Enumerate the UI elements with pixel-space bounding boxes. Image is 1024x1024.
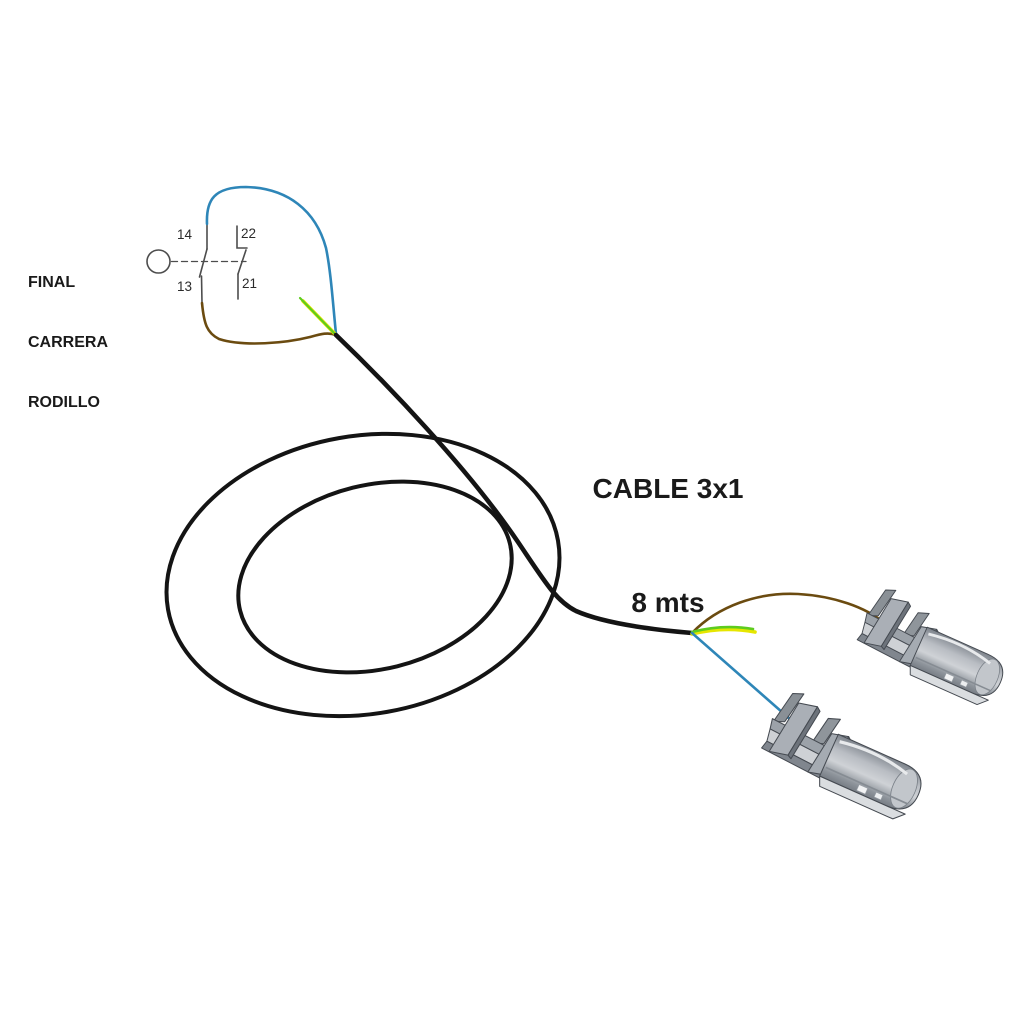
cable-sheath-run	[333, 332, 695, 636]
switch-label-line3: RODILLO	[28, 394, 100, 411]
cable-spec-line2: 8 mts	[631, 587, 705, 618]
switch-label-line2: CARRERA	[28, 334, 108, 351]
cable-coil-outer-loop	[164, 431, 562, 719]
spade-terminal-upper	[849, 581, 1019, 711]
wire-ground-switch-end	[298, 296, 339, 338]
wire-ground-terminal-end	[690, 625, 757, 636]
switch-label: FINAL CARRERA RODILLO	[28, 233, 108, 433]
no-contact-13-14	[198, 223, 208, 304]
nc-contact-21-22	[236, 225, 248, 300]
contact-number-21: 21	[242, 276, 258, 291]
cable-coil-inner-loop	[236, 479, 514, 675]
wire-brown-terminal-end	[690, 592, 886, 635]
switch-label-line1: FINAL	[28, 274, 76, 291]
cable-spec-line1: CABLE 3x1	[592, 473, 744, 504]
spade-terminal-lower	[753, 684, 939, 826]
limit-switch-symbol	[146, 223, 248, 304]
wire-blue-switch-end	[205, 185, 338, 336]
contact-number-14: 14	[177, 227, 193, 242]
roller-actuator-icon	[146, 249, 171, 274]
cable-spec-label: CABLE 3x1 8 mts	[556, 394, 780, 660]
contact-number-13: 13	[177, 279, 193, 294]
wire-brown-switch-end	[200, 301, 338, 345]
contact-number-22: 22	[241, 226, 257, 241]
